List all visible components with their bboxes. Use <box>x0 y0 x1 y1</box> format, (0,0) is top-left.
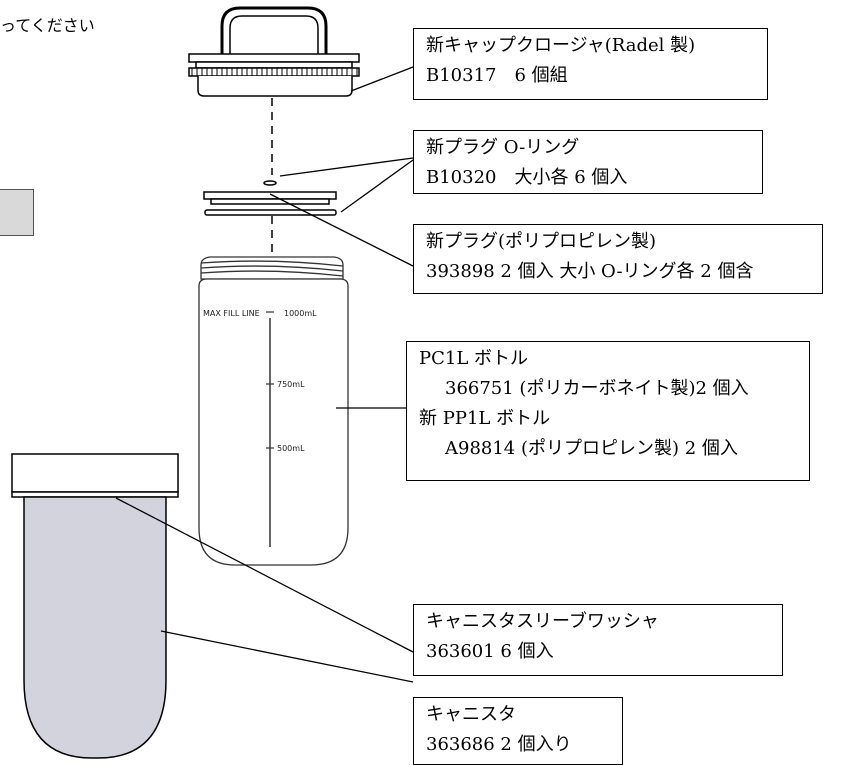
plug-name: 新プラグ(ポリプロピレン製) <box>426 231 657 252</box>
large-oring-part <box>204 209 337 216</box>
canister-partno: 363686 2 個入り <box>426 734 572 755</box>
canister-part <box>23 496 167 759</box>
small-oring-part <box>263 180 277 186</box>
plug-part <box>203 191 337 205</box>
leader-lines <box>115 66 414 683</box>
sleeve-washer-partno: 363601 6 個入 <box>426 641 554 662</box>
bottle-pp1l-name: 新 PP1L ボトル <box>419 408 551 429</box>
label-canister: キャニスタ 363686 2 個入り <box>413 697 623 765</box>
bottle-pc1l-partno: 366751 (ポリカーボネイト製)2 個入 <box>445 378 749 399</box>
label-plug-oring: 新プラグ O-リング B10320 大小各 6 個入 <box>413 130 763 194</box>
label-sleeve-washer: キャニスタスリーブワッシャ 363601 6 個入 <box>413 604 783 676</box>
label-cap-closure: 新キャップクロージャ(Radel 製) B10317 6 個組 <box>413 28 768 100</box>
bottle-pc1l-name: PC1L ボトル <box>419 348 529 369</box>
canister-name: キャニスタ <box>426 704 516 725</box>
cap-closure-partno: B10317 6 個組 <box>426 65 568 86</box>
bottle-part <box>198 256 349 566</box>
side-marker-box <box>0 189 34 236</box>
sleeve-washer-name: キャニスタスリーブワッシャ <box>426 611 659 632</box>
plug-oring-name: 新プラグ O-リング <box>426 137 580 158</box>
cap-closure-part <box>188 6 360 97</box>
canister-sleeve-washer-part <box>11 453 179 498</box>
bottle-pp1l-partno: A98814 (ポリプロピレン製) 2 個入 <box>445 438 738 459</box>
plug-oring-partno: B10320 大小各 6 個入 <box>426 167 628 188</box>
max-fill-label: MAX FILL LINE <box>203 309 260 318</box>
cap-closure-name: 新キャップクロージャ(Radel 製) <box>426 35 696 56</box>
scale-750ml: 750mL <box>277 380 305 389</box>
label-plug: 新プラグ(ポリプロピレン製) 393898 2 個入 大小 O-リング各 2 個… <box>413 224 823 294</box>
partial-instruction-text: ってください <box>0 16 95 35</box>
plug-partno: 393898 2 個入 大小 O-リング各 2 個含 <box>426 261 754 282</box>
scale-1000ml: 1000mL <box>284 309 317 318</box>
scale-500ml: 500mL <box>277 444 305 453</box>
label-bottle: PC1L ボトル 366751 (ポリカーボネイト製)2 個入 新 PP1L ボ… <box>406 341 810 481</box>
